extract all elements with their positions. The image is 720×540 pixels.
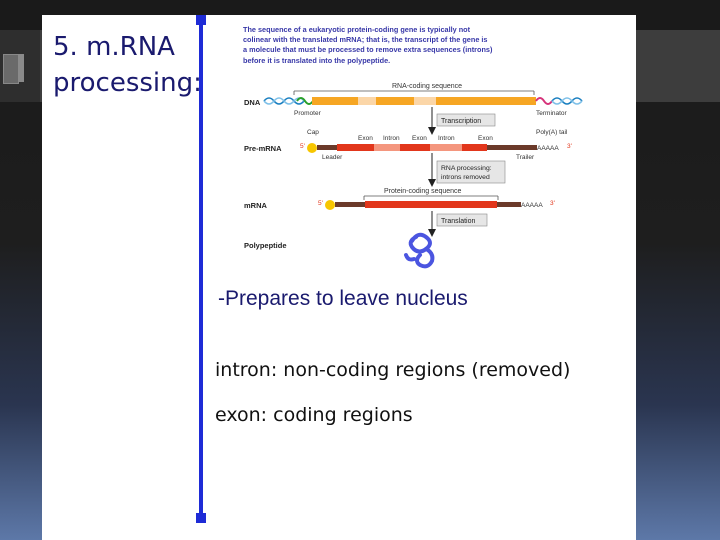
translation-label: Translation bbox=[441, 218, 475, 225]
exon-label-3: Exon bbox=[478, 135, 493, 142]
exon-label-2: Exon bbox=[412, 135, 427, 142]
dna-intron-2 bbox=[414, 97, 436, 105]
translation-box bbox=[436, 213, 488, 227]
promoter-label: Promoter bbox=[294, 110, 322, 117]
decorative-bar-icon bbox=[18, 54, 24, 82]
mrna-cap-icon bbox=[325, 200, 335, 210]
slide-title: 5. m.RNA processing: bbox=[53, 29, 203, 101]
trailer-label: Trailer bbox=[516, 154, 535, 161]
pre-mrna-body bbox=[337, 144, 487, 151]
intron-label-2: Intron bbox=[438, 135, 455, 142]
divider-bottom-cap bbox=[196, 513, 206, 523]
dna-intron-1 bbox=[358, 97, 376, 105]
exon-label-1: Exon bbox=[358, 135, 373, 142]
rna-coding-sequence-label: RNA-coding sequence bbox=[392, 83, 462, 90]
cap-label: Cap bbox=[307, 129, 319, 136]
intron-definition: intron: non-coding regions (removed) bbox=[215, 359, 571, 381]
mrna-coding-region bbox=[365, 201, 497, 208]
pre-mrna-cap-icon bbox=[307, 143, 317, 153]
pre-mrna-three-prime: 3' bbox=[567, 143, 572, 150]
mrna-five-prime: 5' bbox=[318, 200, 323, 207]
intro-text: The sequence of a eukaryotic protein-cod… bbox=[243, 25, 493, 65]
pre-mrna-intron-2 bbox=[430, 144, 462, 151]
rna-processing-label-2: introns removed bbox=[441, 174, 490, 181]
mrna-leader bbox=[335, 202, 365, 207]
protein-coding-sequence-label: Protein-coding sequence bbox=[384, 188, 462, 195]
pre-mrna-poly-a: AAAAA bbox=[537, 145, 559, 152]
pre-mrna-label: Pre-mRNA bbox=[244, 144, 282, 153]
decorative-square-icon bbox=[3, 54, 19, 84]
mrna-three-prime: 3' bbox=[550, 200, 555, 207]
dna-helix-right-strand-icon bbox=[551, 97, 583, 105]
intron-label-1: Intron bbox=[383, 135, 400, 142]
pre-mrna-five-prime: 5' bbox=[300, 143, 305, 150]
promoter-icon bbox=[296, 97, 314, 105]
transcription-box bbox=[436, 113, 496, 127]
rna-processing-box bbox=[436, 160, 506, 184]
mrna-label: mRNA bbox=[244, 201, 268, 210]
polypeptide-label: Polypeptide bbox=[244, 241, 287, 250]
terminator-icon bbox=[535, 97, 553, 105]
dna-helix-right-icon bbox=[551, 97, 583, 105]
divider-top-cap bbox=[196, 15, 206, 25]
polypeptide-icon bbox=[404, 232, 435, 269]
leader-label: Leader bbox=[322, 154, 343, 161]
vertical-divider bbox=[199, 20, 203, 520]
mrna-trailer bbox=[497, 202, 521, 207]
pre-mrna-intron-1 bbox=[374, 144, 400, 151]
title-line-1: 5. m.RNA bbox=[53, 32, 175, 62]
bullet-prepares-to-leave-nucleus: -Prepares to leave nucleus bbox=[218, 287, 468, 310]
poly-a-tail-label: Poly(A) tail bbox=[536, 129, 568, 136]
mrna-poly-a: AAAAA bbox=[521, 202, 543, 209]
mrna-processing-diagram: RNA-coding sequence DNA Promoter Termina… bbox=[244, 83, 583, 269]
title-line-2: processing: bbox=[53, 68, 202, 98]
dna-label: DNA bbox=[244, 98, 261, 107]
pre-mrna-leader bbox=[317, 145, 337, 150]
exon-definition: exon: coding regions bbox=[215, 404, 413, 426]
rna-processing-label-1: RNA processing: bbox=[441, 165, 492, 172]
transcription-label: Transcription bbox=[441, 118, 481, 125]
pre-mrna-trailer bbox=[487, 145, 537, 150]
terminator-label: Terminator bbox=[536, 110, 568, 117]
dna-helix-left-strand-icon bbox=[263, 97, 305, 105]
slide: 5. m.RNA processing: The sequence of a e… bbox=[42, 15, 636, 540]
